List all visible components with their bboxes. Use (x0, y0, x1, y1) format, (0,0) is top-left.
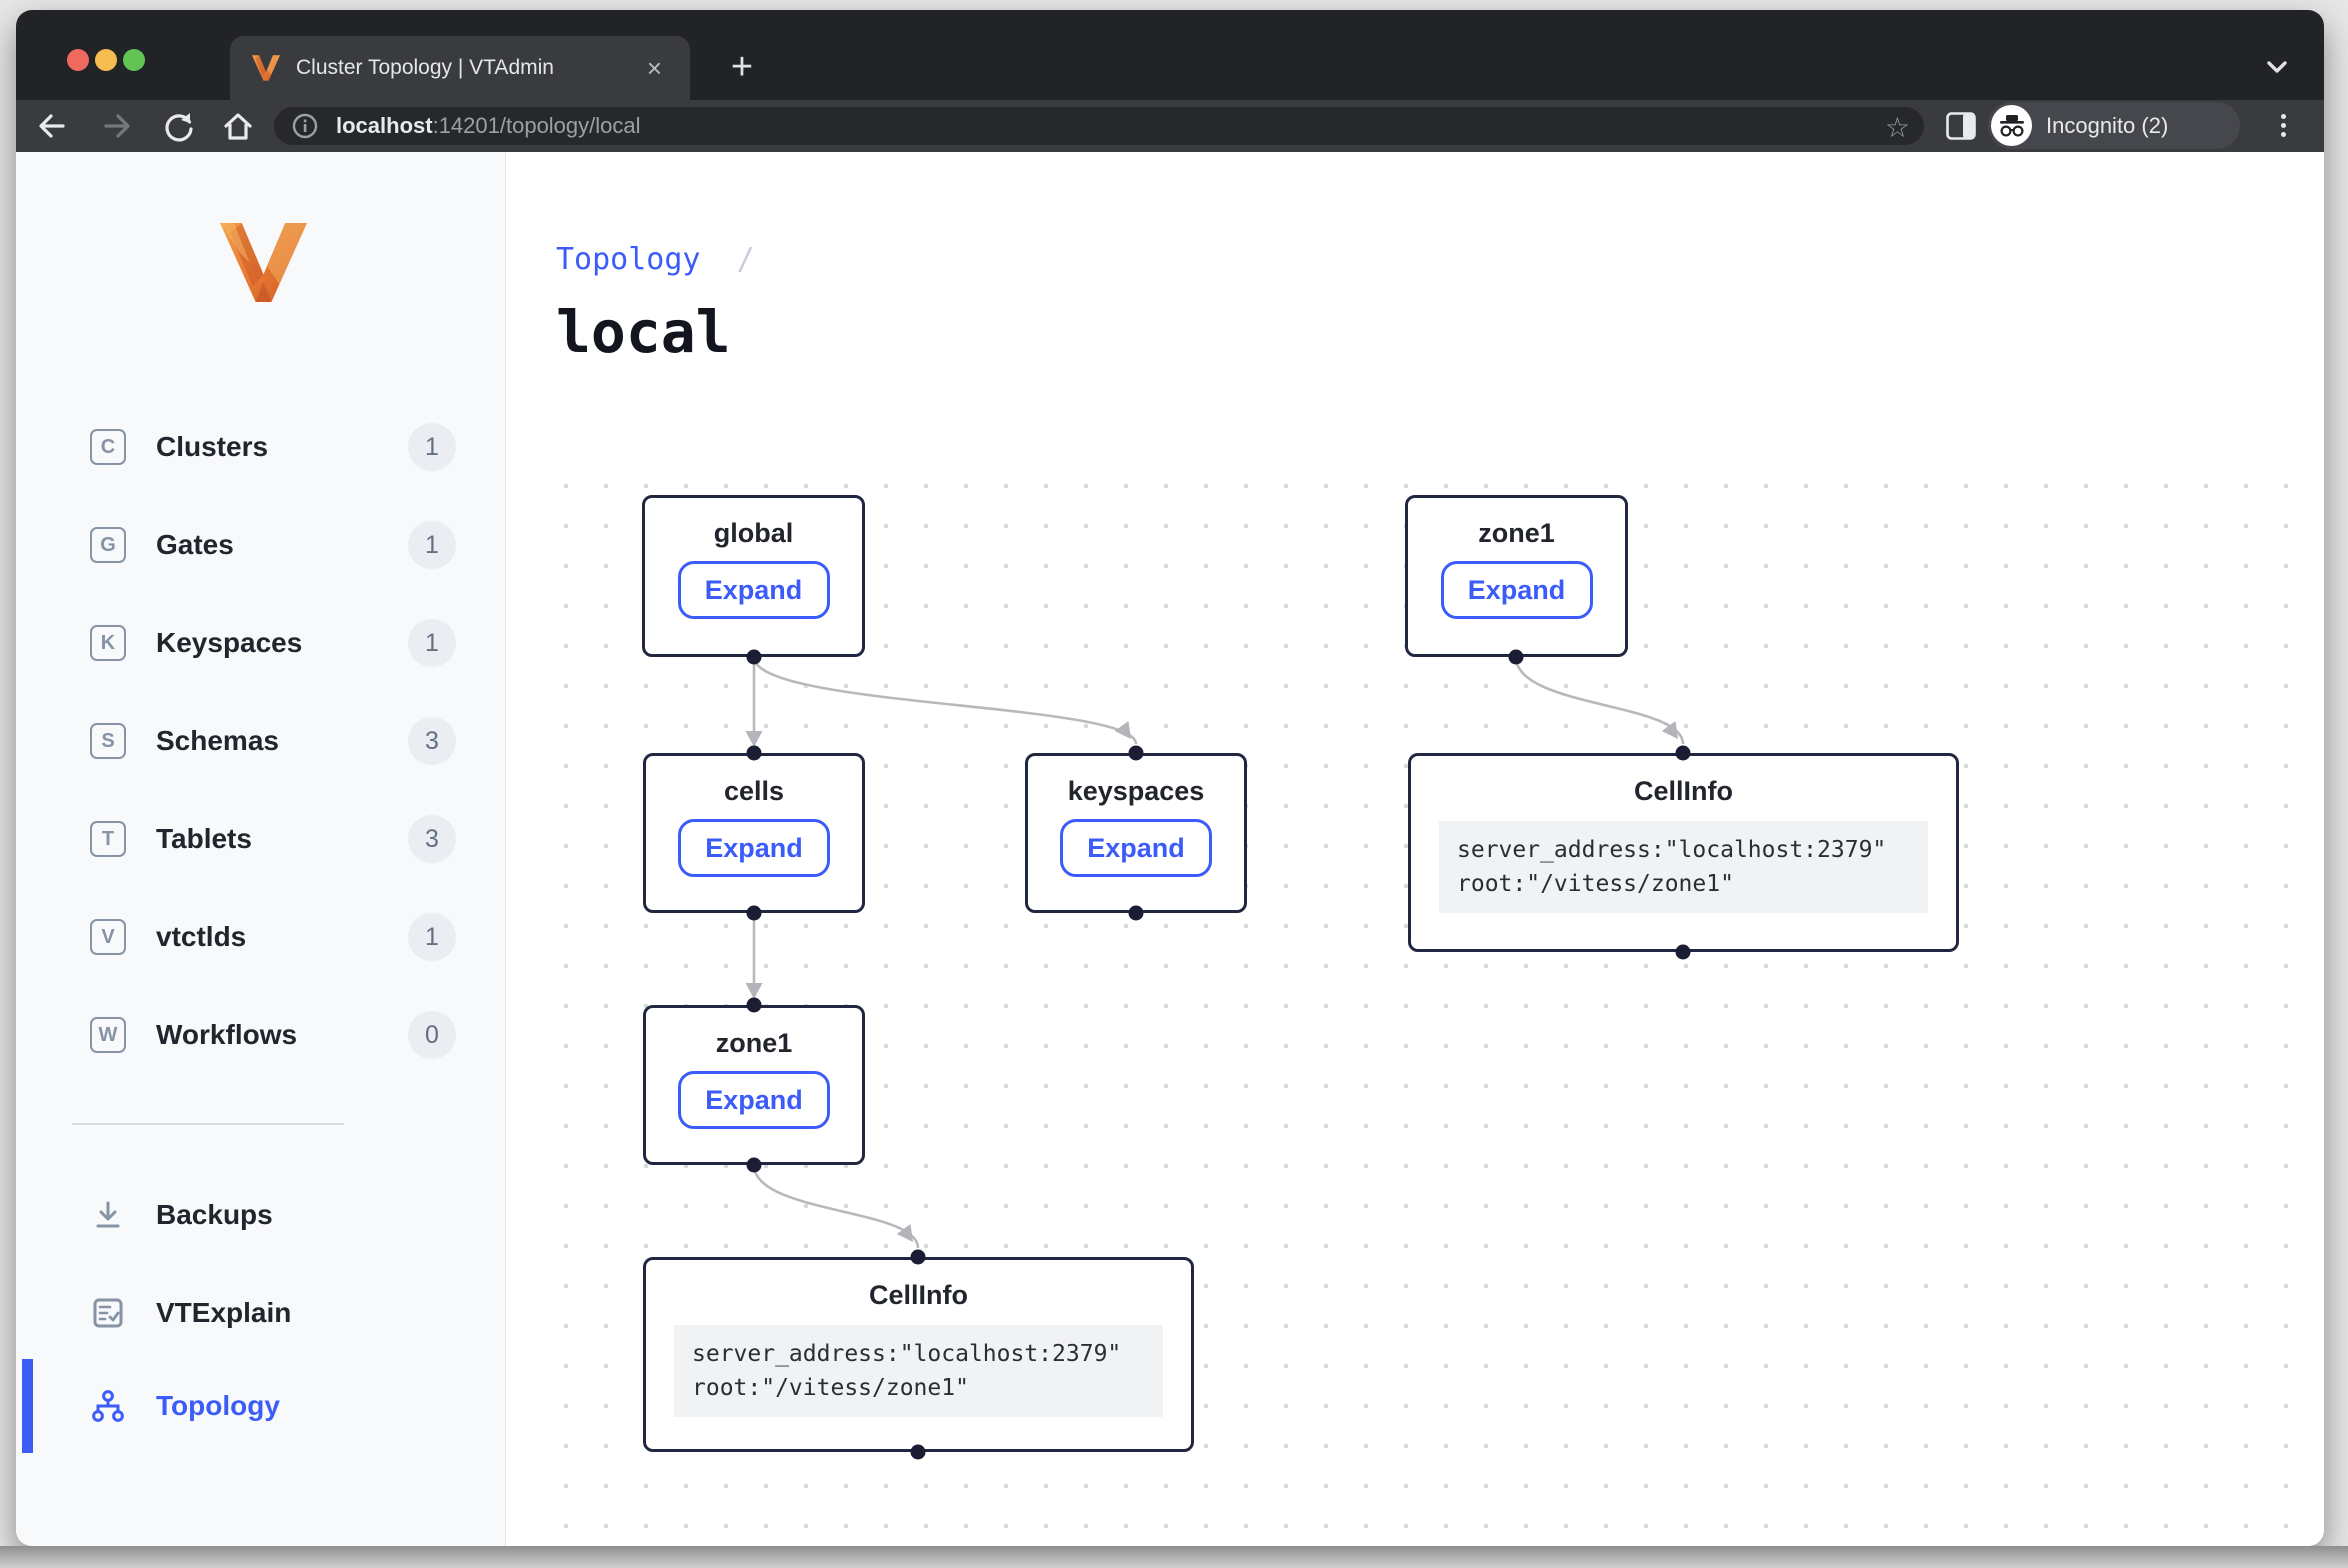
node-zone1-top: zone1 Expand (1405, 495, 1628, 657)
sidebar-item-vtexplain[interactable]: VTExplain (16, 1264, 505, 1362)
sidebar-divider (72, 1123, 344, 1125)
browser-window: Cluster Topology | VTAdmin × + (16, 10, 2324, 1546)
tab-title: Cluster Topology | VTAdmin (296, 56, 554, 79)
node-cellinfo-right: CellInfo server_address:"localhost:2379"… (1408, 753, 1959, 952)
url-path: :14201/topology/local (432, 113, 641, 138)
bookmark-star-icon[interactable]: ☆ (1884, 111, 1910, 144)
keyspaces-letter-icon: K (90, 625, 126, 661)
node-cellinfo-bottom-label: CellInfo (869, 1280, 968, 1310)
zoom-window-button[interactable] (123, 49, 145, 71)
schemas-count-badge: 3 (408, 717, 456, 765)
tab-close-icon[interactable]: × (646, 53, 662, 83)
incognito-label: Incognito (2) (2046, 112, 2169, 138)
download-icon (90, 1197, 126, 1233)
node-cellinfo-bottom: CellInfo server_address:"localhost:2379"… (643, 1257, 1194, 1452)
browser-toolbar: localhost:14201/topology/local ☆ Incogni… (16, 100, 2324, 152)
gates-letter-icon: G (90, 527, 126, 563)
breadcrumb: Topology / (556, 242, 755, 277)
node-keyspaces-label: keyspaces (1067, 776, 1205, 806)
sidebar-item-topology[interactable]: Topology (16, 1357, 505, 1455)
titlebar: Cluster Topology | VTAdmin × + (16, 10, 2324, 100)
home-icon[interactable] (220, 108, 256, 144)
node-cells: cells Expand (643, 753, 865, 913)
tablets-count-badge: 3 (408, 815, 456, 863)
sidebar: C Clusters 1 G Gates 1 K Keyspaces 1 S S… (16, 152, 506, 1546)
vtctlds-letter-icon: V (90, 919, 126, 955)
keyspaces-count-badge: 1 (408, 619, 456, 667)
sidebar-item-schemas[interactable]: S Schemas 3 (16, 692, 505, 790)
checklist-icon (90, 1295, 126, 1331)
sidebar-item-backups[interactable]: Backups (16, 1166, 505, 1264)
gates-count-badge: 1 (408, 521, 456, 569)
node-cells-expand-button[interactable]: Expand (678, 819, 830, 877)
close-window-button[interactable] (67, 49, 89, 71)
sidebar-item-gates[interactable]: G Gates 1 (16, 496, 505, 594)
node-keyspaces-expand-button[interactable]: Expand (1060, 819, 1212, 877)
active-item-indicator (22, 1359, 33, 1453)
side-panel-icon[interactable] (1946, 112, 1976, 140)
workflows-count-badge: 0 (408, 1011, 456, 1059)
sidebar-item-workflows[interactable]: W Workflows 0 (16, 986, 505, 1084)
incognito-badge[interactable]: Incognito (2) (1988, 102, 2240, 149)
cellinfo-right-code-line2: root:"/vitess/zone1" (1457, 871, 1734, 897)
cellinfo-right-code-line1: server_address:"localhost:2379" (1457, 837, 1887, 863)
node-global-expand-button[interactable]: Expand (677, 561, 830, 619)
forward-icon[interactable] (99, 108, 135, 144)
cellinfo-right-code: server_address:"localhost:2379" root:"/v… (1439, 821, 1928, 913)
node-zone1-bottom-label: zone1 (715, 1028, 793, 1058)
cellinfo-bottom-code: server_address:"localhost:2379" root:"/v… (674, 1325, 1163, 1417)
node-global: global Expand (642, 495, 865, 657)
sidebar-item-tablets[interactable]: T Tablets 3 (16, 790, 505, 888)
incognito-avatar (1991, 105, 2032, 146)
breadcrumb-topology-link[interactable]: Topology (556, 242, 701, 277)
node-zone1-top-label: zone1 (1478, 518, 1555, 548)
vitess-favicon-icon (252, 55, 280, 81)
new-tab-button[interactable]: + (730, 46, 754, 88)
address-bar[interactable]: localhost:14201/topology/local ☆ (274, 107, 1924, 145)
vtctlds-count-badge: 1 (408, 913, 456, 961)
node-global-label: global (713, 518, 794, 548)
node-cellinfo-right-label: CellInfo (1634, 776, 1733, 806)
browser-tab[interactable]: Cluster Topology | VTAdmin × (230, 36, 690, 100)
tablets-letter-icon: T (90, 821, 126, 857)
tab-search-chevron-icon[interactable] (2260, 50, 2294, 84)
url-host: localhost (336, 113, 433, 138)
clusters-count-badge: 1 (408, 423, 456, 471)
node-keyspaces: keyspaces Expand (1025, 753, 1247, 913)
back-icon[interactable] (34, 108, 70, 144)
clusters-letter-icon: C (90, 429, 126, 465)
node-zone1-bottom-expand-button[interactable]: Expand (678, 1071, 830, 1129)
vitess-logo (220, 223, 307, 302)
cellinfo-bottom-code-line1: server_address:"localhost:2379" (692, 1341, 1122, 1367)
node-zone1-top-expand-button[interactable]: Expand (1440, 561, 1593, 619)
site-info-icon[interactable] (292, 113, 318, 139)
incognito-icon (1999, 114, 2024, 137)
main-content: Topology / local global Expand zone1 Exp… (506, 152, 2324, 1546)
node-zone1-bottom: zone1 Expand (643, 1005, 865, 1165)
node-cells-label: cells (723, 776, 785, 806)
topology-icon (90, 1388, 126, 1424)
sidebar-item-keyspaces[interactable]: K Keyspaces 1 (16, 594, 505, 692)
schemas-letter-icon: S (90, 723, 126, 759)
sidebar-item-clusters[interactable]: C Clusters 1 (16, 398, 505, 496)
desktop-edge (0, 1546, 2348, 1568)
breadcrumb-separator: / (736, 242, 755, 277)
sidebar-item-vtctlds[interactable]: V vtctlds 1 (16, 888, 505, 986)
cellinfo-bottom-code-line2: root:"/vitess/zone1" (692, 1375, 969, 1401)
reload-icon[interactable] (161, 108, 197, 144)
page-title: local (556, 298, 731, 366)
vtadmin-app: C Clusters 1 G Gates 1 K Keyspaces 1 S S… (16, 152, 2324, 1546)
browser-menu-icon[interactable] (2280, 110, 2286, 141)
url-text: localhost:14201/topology/local (336, 113, 641, 139)
workflows-letter-icon: W (90, 1017, 126, 1053)
minimize-window-button[interactable] (95, 49, 117, 71)
